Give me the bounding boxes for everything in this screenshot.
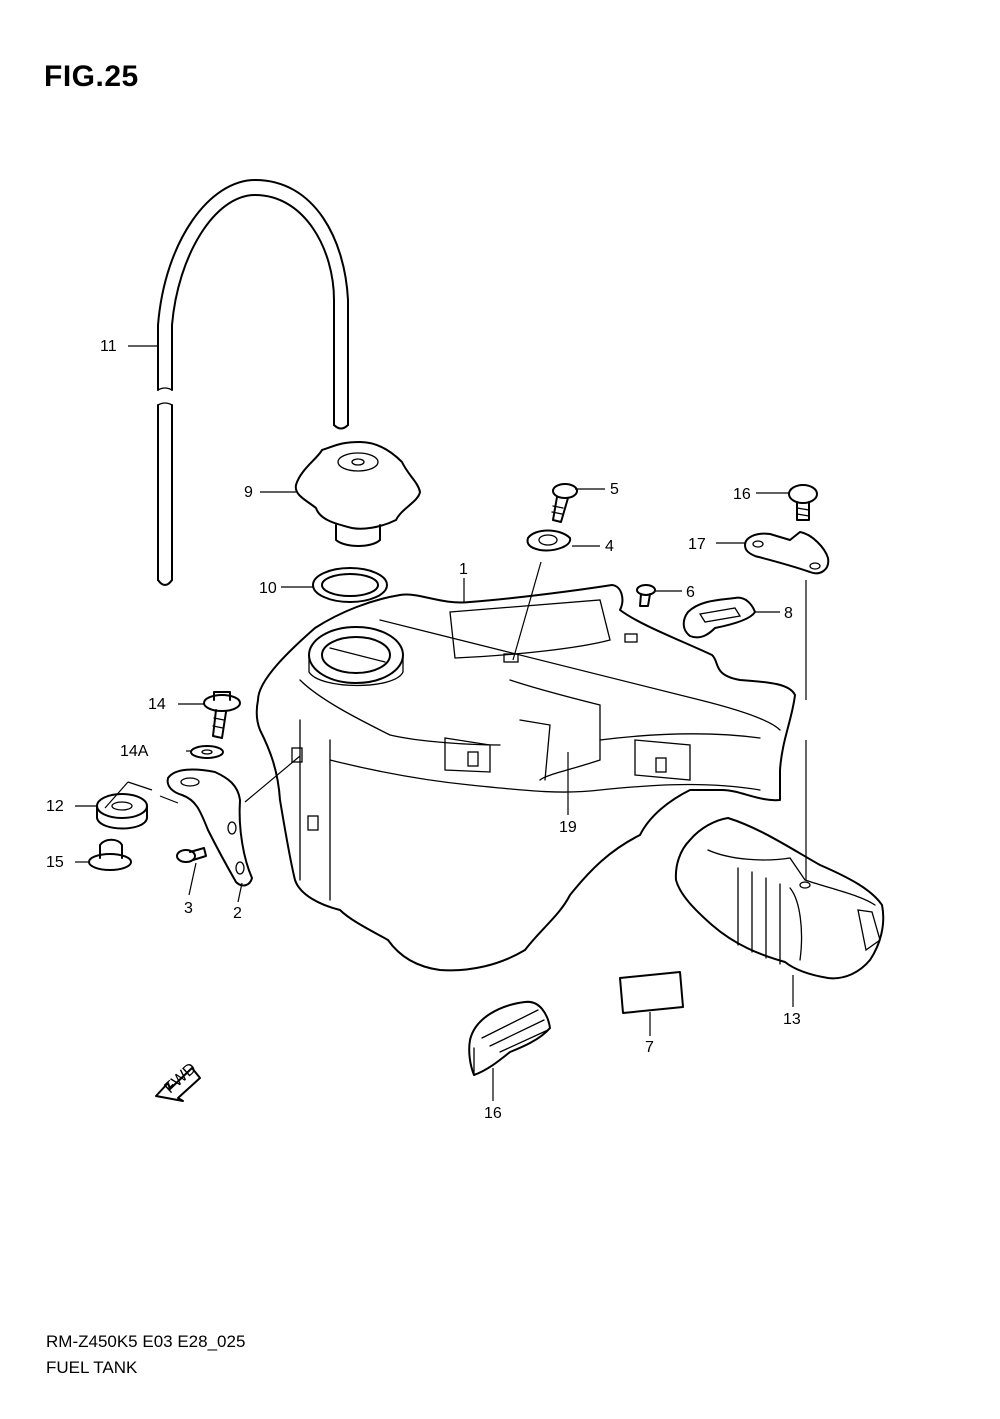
- callout-17: 16: [733, 486, 751, 503]
- callout-7: 7: [645, 1039, 654, 1056]
- callout-12: 12: [46, 798, 64, 815]
- callout-5: 5: [610, 481, 619, 498]
- callout-19: 19: [559, 819, 577, 836]
- callout-11: 11: [100, 338, 117, 355]
- part-breather-hose[interactable]: [157, 179, 349, 586]
- callout-14A: 14A: [120, 743, 149, 760]
- part-bracket-18[interactable]: [744, 531, 830, 575]
- part-bolt-14[interactable]: [203, 691, 241, 739]
- callout-10: 10: [259, 580, 277, 597]
- part-label-7[interactable]: [619, 971, 684, 1014]
- section-name: FUEL TANK: [46, 1358, 138, 1377]
- model-code: RM-Z450K5 E03 E28_025: [46, 1332, 246, 1351]
- callout-14: 14: [148, 696, 166, 713]
- fwd-arrow-label: FWD: [161, 1060, 199, 1097]
- part-cushion-4[interactable]: [526, 529, 572, 552]
- fwd-arrow: FWD: [155, 1060, 201, 1102]
- part-damper-16[interactable]: [468, 1000, 551, 1076]
- part-bolt-6[interactable]: [636, 584, 656, 607]
- leader-lines: [75, 345, 807, 1101]
- callout-1: 1: [459, 561, 468, 578]
- callout-4: 4: [605, 538, 614, 555]
- callout-labels: 11 9 10 1 5 4 6 8 16 17 14 14A 12 15 3 2…: [46, 338, 801, 1122]
- part-collar-15[interactable]: [88, 838, 132, 871]
- callout-2: 2: [233, 905, 242, 922]
- part-fuel-tank[interactable]: [255, 584, 796, 972]
- part-bracket-2[interactable]: [166, 768, 253, 887]
- callout-9: 9: [244, 484, 253, 501]
- callout-8: 8: [784, 605, 793, 622]
- callout-13: 13: [783, 1011, 801, 1028]
- callout-16: 16: [484, 1105, 502, 1122]
- callout-3: 3: [184, 900, 193, 917]
- part-screw-5[interactable]: [551, 483, 578, 523]
- figure-title: FIG.25: [44, 60, 139, 93]
- part-cover-13[interactable]: [674, 817, 885, 980]
- part-grommet-12[interactable]: [96, 793, 148, 830]
- callout-6: 6: [686, 584, 695, 601]
- part-bolt-17[interactable]: [788, 484, 818, 521]
- part-strap-8[interactable]: [682, 596, 756, 639]
- part-screw-3[interactable]: [176, 847, 207, 863]
- part-cap-gasket[interactable]: [312, 567, 388, 603]
- part-washer-14A[interactable]: [190, 745, 224, 759]
- callout-18: 17: [688, 536, 706, 553]
- callout-15: 15: [46, 854, 64, 871]
- part-fuel-cap[interactable]: [294, 441, 421, 547]
